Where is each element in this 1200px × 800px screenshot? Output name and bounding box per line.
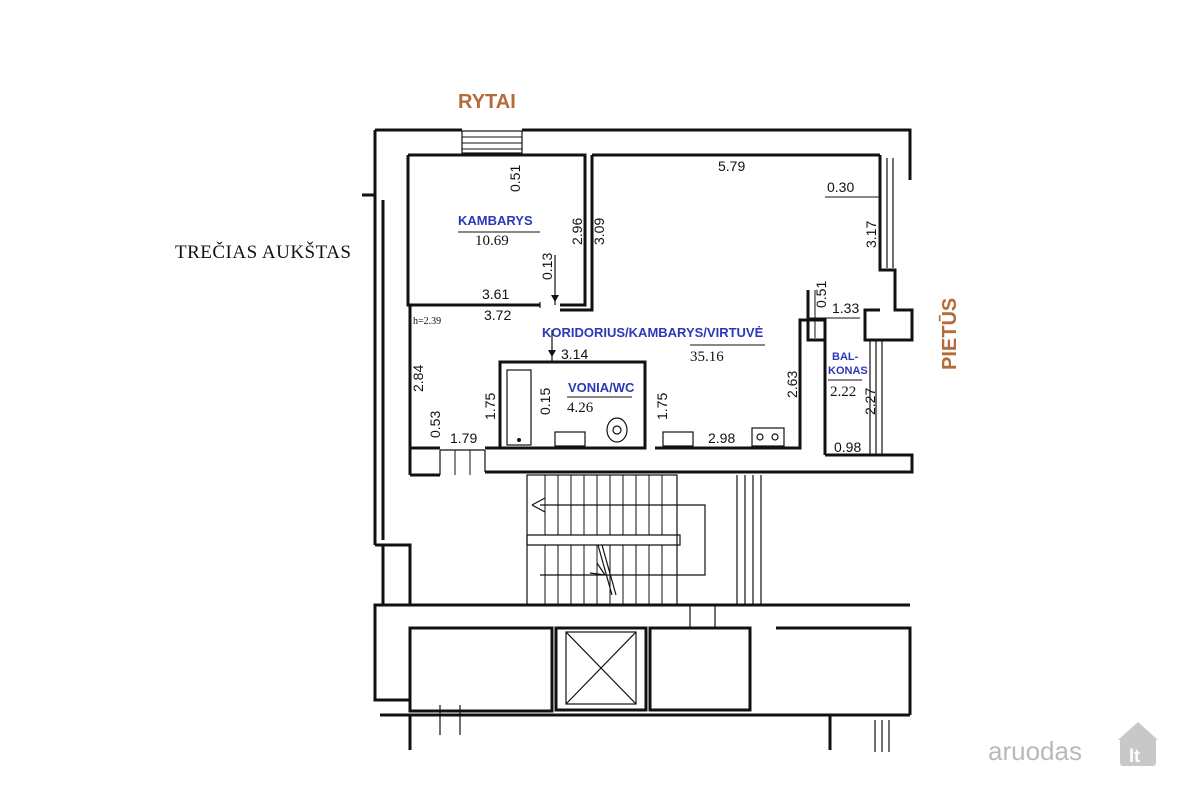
main-room-area: 35.16 xyxy=(690,349,724,365)
dim-top-width: 5.79 xyxy=(718,158,745,174)
dim-balcony-top: 0.51 xyxy=(813,281,829,308)
balcony-walls xyxy=(806,290,825,342)
dim-balcony-bottom-width: 0.98 xyxy=(834,439,861,455)
dim-window-right: 0.30 xyxy=(827,179,854,195)
lower-units xyxy=(380,603,912,752)
dim-bed-height-b: 3.09 xyxy=(591,218,607,245)
dim-kitchen-width: 2.98 xyxy=(708,430,735,446)
dim-bed-top: 0.51 xyxy=(507,165,523,192)
main-room-name: KORIDORIUS/KAMBARYS/VIRTUVĖ xyxy=(542,325,764,340)
watermark-house-roof-icon xyxy=(1118,722,1158,740)
dim-bed-width-a: 3.61 xyxy=(482,286,509,302)
dim-balcony-height: 2.27 xyxy=(862,388,878,415)
bathroom-name: VONIA/WC xyxy=(568,380,635,395)
balcony-name-line1: BAL- xyxy=(832,351,859,363)
balcony-area: 2.22 xyxy=(830,384,856,400)
dim-bath-height-right: 1.75 xyxy=(654,393,670,420)
balcony-name-line2: KONAS xyxy=(828,365,868,377)
staircase xyxy=(526,474,762,606)
dim-kitchen-height: 2.63 xyxy=(784,371,800,398)
bathroom-walls xyxy=(498,360,647,450)
dimension-marks xyxy=(458,196,880,398)
dim-left-height: 2.84 xyxy=(410,365,426,392)
dim-bath-height-left: 1.75 xyxy=(482,393,498,420)
dim-bed-width-b: 3.72 xyxy=(484,307,511,323)
bedroom-name: KAMBARYS xyxy=(458,213,533,228)
dim-bath-width: 3.14 xyxy=(561,346,588,362)
watermark: aruodas lt xyxy=(988,722,1158,766)
floor-label: TREČIAS AUKŠTAS xyxy=(175,241,351,263)
dim-left-width: 1.79 xyxy=(450,430,477,446)
dim-left-low: 0.53 xyxy=(427,411,443,438)
dim-bath-gap: 0.15 xyxy=(537,388,553,415)
dim-right-height: 3.17 xyxy=(863,221,879,248)
building-walls xyxy=(362,128,914,702)
bathroom-area: 4.26 xyxy=(567,400,594,416)
ceiling-height-label: h=2.39 xyxy=(413,316,441,327)
watermark-tld: lt xyxy=(1129,746,1140,766)
compass-east-label: RYTAI xyxy=(458,91,516,113)
dim-bed-height-a: 2.96 xyxy=(569,218,585,245)
dim-bed-gap: 0.13 xyxy=(539,253,555,280)
watermark-house-icon xyxy=(1120,738,1156,766)
dim-balcony-width: 1.33 xyxy=(832,300,859,316)
kitchen-fixtures xyxy=(410,318,827,475)
compass-south-label: PIETŪS xyxy=(939,298,961,370)
bedroom-walls xyxy=(406,153,880,312)
watermark-brand: aruodas xyxy=(988,736,1082,766)
bedroom-area: 10.69 xyxy=(475,233,509,249)
